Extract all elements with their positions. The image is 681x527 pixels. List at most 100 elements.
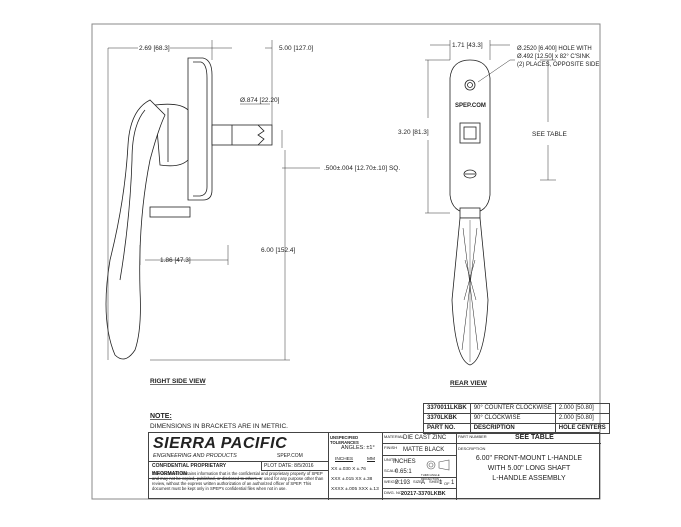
projection-symbol-icon xyxy=(426,459,450,471)
material-label: MATERIAL xyxy=(384,434,404,439)
sheet-label: SHEET xyxy=(429,479,443,484)
company-box: SIERRA PACIFIC ENGINEERING AND PRODUCTS … xyxy=(149,433,329,500)
hole-note-3: (2) PLACES, OPPOSITE SIDE xyxy=(517,62,599,68)
tolerance-inches: INCHES xyxy=(335,457,354,462)
dim-handle-reach: 1.86 [47.3] xyxy=(160,257,191,264)
sheet-value: 1 xyxy=(439,480,443,486)
company-sub: ENGINEERING AND PRODUCTS xyxy=(153,453,237,459)
units-value: INCHES xyxy=(393,459,416,465)
dim-shaft-length: 5.00 [127.0] xyxy=(279,45,314,52)
dim-rear-width: 1.71 [43.3] xyxy=(452,42,483,49)
label-rear-view: REAR VIEW xyxy=(450,380,488,387)
header-hole-centers: HOLE CENTERS xyxy=(554,423,610,434)
dim-length: 6.00 [152.4] xyxy=(261,247,296,254)
part-number-value: SEE TABLE xyxy=(515,434,554,441)
bottom-slot xyxy=(463,169,477,179)
material-value: DIE CAST ZINC xyxy=(403,435,447,441)
projection-label: THIRD ANGLE PROJECTION xyxy=(421,473,440,481)
tol-cell: X xyxy=(352,467,356,472)
part-number-row: PART NUMBER SEE TABLE xyxy=(457,433,601,444)
tol-row-1: XX ±.030 X ±.76 xyxy=(331,467,383,472)
tol-row-2: XXX ±.015 XX ±.38 xyxy=(331,477,383,482)
confidential-label: CONFIDENTIAL PROPRIETARY INFORMATION xyxy=(149,461,261,479)
company-name: SIERRA PACIFIC xyxy=(153,435,288,452)
sheet-total: 1 xyxy=(451,480,455,486)
part-no-cell: 3370011LKBK xyxy=(423,403,471,414)
mount-stem xyxy=(149,206,191,218)
material-box: MATERIAL DIE CAST ZINC FINISH MATTE BLAC… xyxy=(383,433,457,500)
dim-diameter: Ø.874 [22.20] xyxy=(240,97,280,104)
material-row: MATERIAL DIE CAST ZINC xyxy=(383,433,457,444)
weight-row: WEIGHT 2.193 SIZE A SHEET 1 OF 1 xyxy=(383,478,457,489)
description-cell: 90° COUNTER CLOCKWISE xyxy=(469,403,556,414)
right-side-dimensions xyxy=(107,40,320,361)
dim-left-width: 2.69 [68.3] xyxy=(139,45,170,52)
scale-label: SCALE xyxy=(384,468,398,473)
rear-logo: SPEP.COM xyxy=(455,103,486,109)
tol-cell: ±.38 xyxy=(363,477,373,482)
top-screw-hole xyxy=(464,79,476,91)
company-website: SPEP.COM xyxy=(277,453,303,459)
base-plate xyxy=(187,57,213,201)
part-number-label: PART NUMBER xyxy=(458,434,487,439)
dim-shaft-square: .500±.004 [12.70±.10] SQ. xyxy=(324,165,400,172)
tol-cell: XX xyxy=(331,467,338,472)
tol-cell: ±.76 xyxy=(356,467,366,472)
weight-value: 2.193 xyxy=(395,480,411,486)
tol-cell: ±.015 xyxy=(341,477,354,482)
tol-cell: ±.13 xyxy=(369,487,379,492)
description-box: PART NUMBER SEE TABLE DESCRIPTION 6.00" … xyxy=(457,433,601,500)
dwg-label: DWG. NO. xyxy=(384,490,404,495)
sheet-of: OF xyxy=(444,481,450,486)
shaft xyxy=(211,124,273,146)
hole-centers-cell: 2.000 [50.80] xyxy=(554,413,610,424)
description-line-1: 6.00" FRONT-MOUNT L-HANDLE xyxy=(475,455,583,462)
table-header-row: PART NO. DESCRIPTION HOLE CENTERS xyxy=(423,423,610,434)
note-text: DIMENSIONS IN BRACKETS ARE IN METRIC. xyxy=(150,423,288,430)
weight-label: WEIGHT xyxy=(384,479,400,484)
finish-label: FINISH xyxy=(384,445,398,450)
dim-see-table: SEE TABLE xyxy=(532,131,567,138)
finish-value: MATTE BLACK xyxy=(403,447,445,453)
dim-rear-height: 3.20 [81.3] xyxy=(398,129,429,136)
legal-text: This document contains information that … xyxy=(152,471,324,491)
table-row: 3370011LKBK 90° COUNTER CLOCKWISE 2.000 … xyxy=(423,403,610,414)
description-line-2: WITH 5.00" LONG SHAFT xyxy=(487,465,571,472)
tol-cell: ±.005 xyxy=(345,487,358,492)
hole-centers-cell: 2.000 [50.80] xyxy=(554,403,610,414)
right-side-view xyxy=(105,57,273,360)
tolerance-mm: MM xyxy=(367,457,375,462)
rear-dimensions xyxy=(425,40,556,214)
size-value: A xyxy=(421,480,426,486)
plot-date: PLOT DATE: 8/5/2016 xyxy=(261,461,329,471)
part-no-cell: 3370LKBK xyxy=(423,413,471,424)
tolerance-title: UNSPECIFIED TOLERANCES xyxy=(330,435,359,445)
label-right-side-view: RIGHT SIDE VIEW xyxy=(150,378,206,385)
table-row: 3370LKBK 90° CLOCKWISE 2.000 [50.80] xyxy=(423,413,610,424)
dwg-row: DWG. NO. 20217-3370LKBK xyxy=(383,489,457,500)
units-scale-row: UNITS INCHES SCALE 0.65:1 THIRD ANGLE PR… xyxy=(383,456,457,481)
title-block: SIERRA PACIFIC ENGINEERING AND PRODUCTS … xyxy=(148,432,601,500)
units-label: UNITS xyxy=(384,457,396,462)
hole-note-1: Ø.2520 [6.400] HOLE WITH xyxy=(517,46,592,52)
rear-view xyxy=(449,59,491,366)
scale-value: 0.65:1 xyxy=(395,469,412,475)
hole-note-2: Ø.492 [12.50] x 82° C'SINK xyxy=(517,54,590,60)
dwg-value: 20217-3370LKBK xyxy=(401,491,446,497)
tol-cell: ±.030 xyxy=(338,467,351,472)
tolerance-angles: ANGLES: ±1° xyxy=(341,445,375,451)
size-label: SIZE xyxy=(413,479,422,484)
description-line-3: L-HANDLE ASSEMBLY xyxy=(492,475,566,482)
lever-handle xyxy=(105,99,166,360)
tol-cell: XXX xyxy=(358,487,369,492)
spindle-square xyxy=(459,122,481,144)
part-table: 3370011LKBK 90° COUNTER CLOCKWISE 2.000 … xyxy=(423,403,610,434)
description-label: DESCRIPTION xyxy=(458,446,486,451)
header-description: DESCRIPTION xyxy=(469,423,556,434)
finish-row: FINISH MATTE BLACK xyxy=(383,444,457,456)
note-title: NOTE: xyxy=(150,413,172,420)
description-cell: 90° CLOCKWISE xyxy=(469,413,556,424)
tolerance-box: UNSPECIFIED TOLERANCES ANGLES: ±1° INCHE… xyxy=(329,433,383,500)
tol-cell: XX xyxy=(355,477,362,482)
